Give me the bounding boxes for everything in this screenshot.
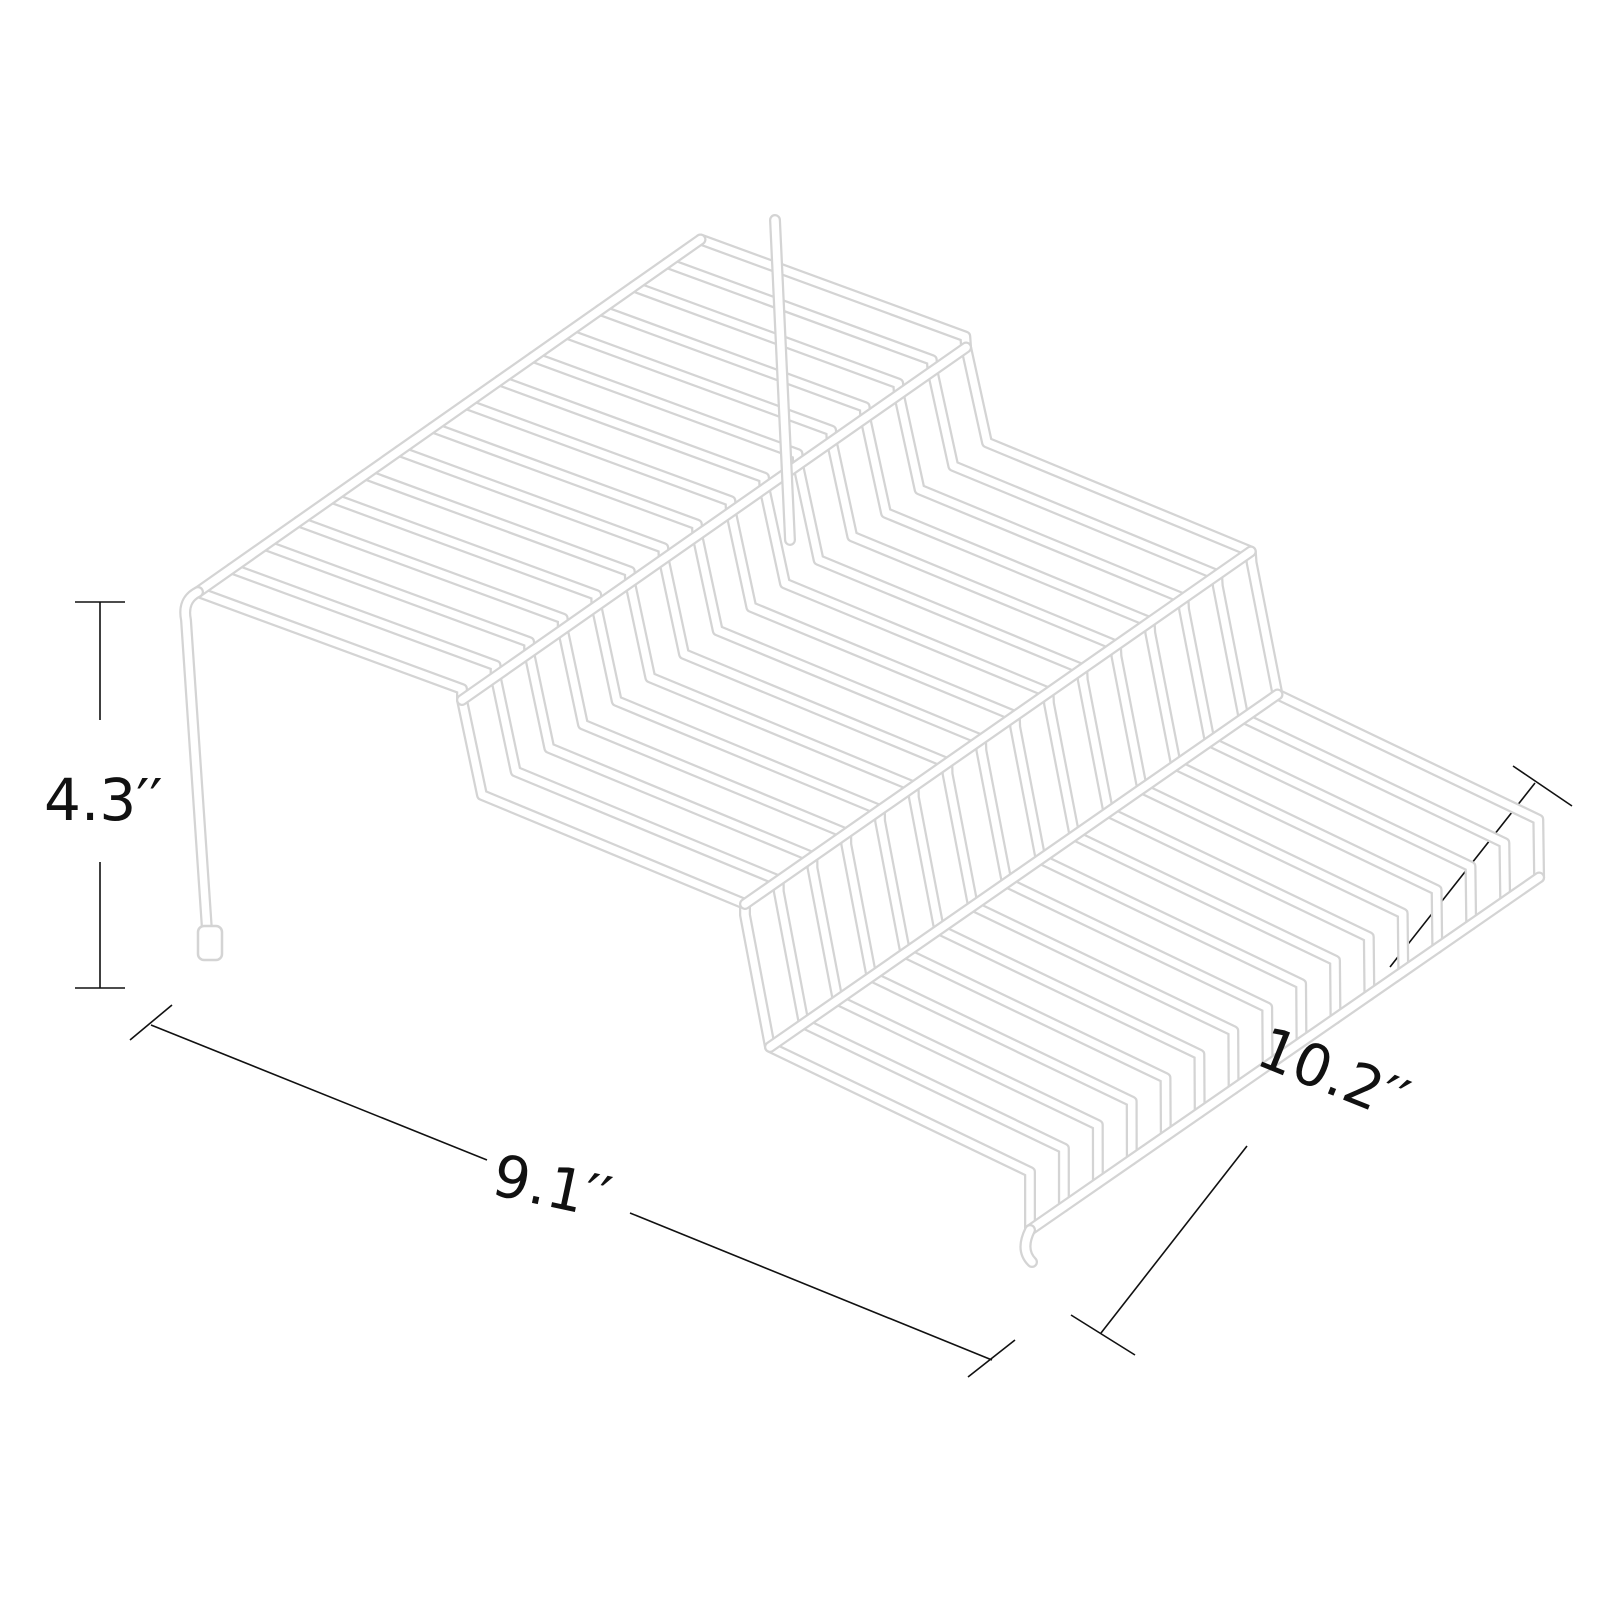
depth-bottom-tick — [1070, 1314, 1136, 1356]
depth-line-lower — [1100, 1145, 1248, 1334]
rack-leg-left — [181, 588, 212, 949]
rack-cross-rail — [458, 343, 970, 704]
width-right-tick — [967, 1339, 1016, 1378]
depth-top-tick — [1512, 765, 1573, 807]
rack-foot-cap — [196, 924, 224, 962]
wire-rack — [179, 214, 1546, 1268]
depth-line-upper — [1389, 782, 1536, 968]
rack-cross-rail — [766, 690, 1282, 1051]
rack-back-leg — [771, 216, 794, 544]
rack-cross-rail — [741, 547, 1255, 908]
width-line-right — [629, 1212, 993, 1361]
width-left-tick — [129, 1004, 173, 1041]
height-dimension-label: 4.3′′ — [44, 766, 163, 834]
dimension-lines — [75, 601, 1573, 1378]
rack-cross-rail — [194, 235, 705, 596]
rack-front-hook — [1021, 1226, 1036, 1266]
rack-cross-rail — [1026, 873, 1543, 1234]
width-line-left — [150, 1024, 488, 1161]
